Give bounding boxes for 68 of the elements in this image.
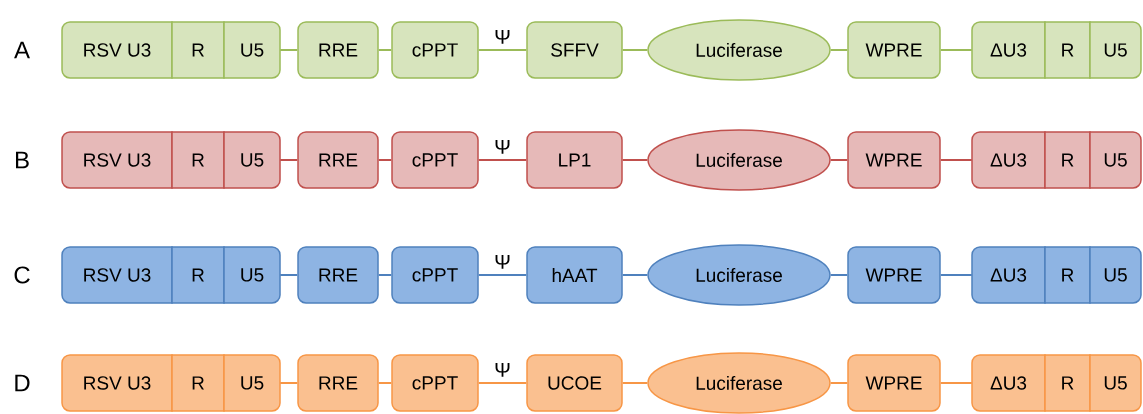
element-box: WPRE <box>847 354 941 412</box>
element-box: WPRE <box>847 131 941 189</box>
connector-line <box>279 382 299 384</box>
ltr-segment: U5 <box>223 354 281 412</box>
element-box: LP1 <box>526 131 623 189</box>
element-box: cPPT <box>391 246 479 304</box>
element-box: cPPT <box>391 21 479 79</box>
ltr-segment: ΔU3 <box>971 354 1046 412</box>
connector-line <box>377 274 393 276</box>
connector-line <box>377 382 393 384</box>
connector-line <box>477 49 528 51</box>
ltr-segment: R <box>171 131 225 189</box>
ltr-segment: U5 <box>1089 21 1142 79</box>
ltr-segment: U5 <box>223 246 281 304</box>
row-label: D <box>15 374 30 392</box>
element-box: WPRE <box>847 21 941 79</box>
ltr-segment: ΔU3 <box>971 246 1046 304</box>
connector-line <box>279 49 299 51</box>
connector-line <box>829 382 849 384</box>
element-box: RRE <box>297 131 379 189</box>
element-box: WPRE <box>847 246 941 304</box>
ltr-segment: ΔU3 <box>971 21 1046 79</box>
connector-line <box>939 159 973 161</box>
ltr-segment: U5 <box>223 131 281 189</box>
ltr-segment: U5 <box>1089 131 1142 189</box>
connector-line <box>829 274 849 276</box>
row-label: B <box>16 151 29 169</box>
ltr-segment: R <box>1044 354 1091 412</box>
connector-line <box>377 159 393 161</box>
element-box: RRE <box>297 354 379 412</box>
element-box: SFFV <box>526 21 623 79</box>
ltr-segment: R <box>1044 131 1091 189</box>
connector-line <box>939 382 973 384</box>
ltr-segment: U5 <box>1089 354 1142 412</box>
connector-line <box>279 274 299 276</box>
connector-line <box>279 159 299 161</box>
connector-line <box>621 159 649 161</box>
connector-line <box>477 274 528 276</box>
edge-label: Ψ <box>493 139 512 155</box>
connector-line <box>621 274 649 276</box>
connector-line <box>939 274 973 276</box>
connector-line <box>829 159 849 161</box>
connector-line <box>377 49 393 51</box>
row-label: C <box>14 266 30 284</box>
ltr-segment: R <box>171 354 225 412</box>
ltr-segment: ΔU3 <box>971 131 1046 189</box>
connector-line <box>939 49 973 51</box>
edge-label: Ψ <box>493 29 512 45</box>
element-box: RRE <box>297 21 379 79</box>
edge-label: Ψ <box>493 362 512 378</box>
ltr-segment: R <box>1044 21 1091 79</box>
ltr-segment: U5 <box>1089 246 1142 304</box>
connector-line <box>477 159 528 161</box>
element-box: cPPT <box>391 354 479 412</box>
element-box: cPPT <box>391 131 479 189</box>
ltr-segment: R <box>171 246 225 304</box>
ltr-segment: U5 <box>223 21 281 79</box>
row-label: A <box>14 41 30 59</box>
element-box: UCOE <box>526 354 623 412</box>
edge-label: Ψ <box>493 254 512 270</box>
element-box: RRE <box>297 246 379 304</box>
ltr-segment: R <box>171 21 225 79</box>
connector-line <box>621 382 649 384</box>
connector-line <box>829 49 849 51</box>
element-box: hAAT <box>526 246 623 304</box>
connector-line <box>621 49 649 51</box>
ltr-segment: R <box>1044 246 1091 304</box>
connector-line <box>477 382 528 384</box>
